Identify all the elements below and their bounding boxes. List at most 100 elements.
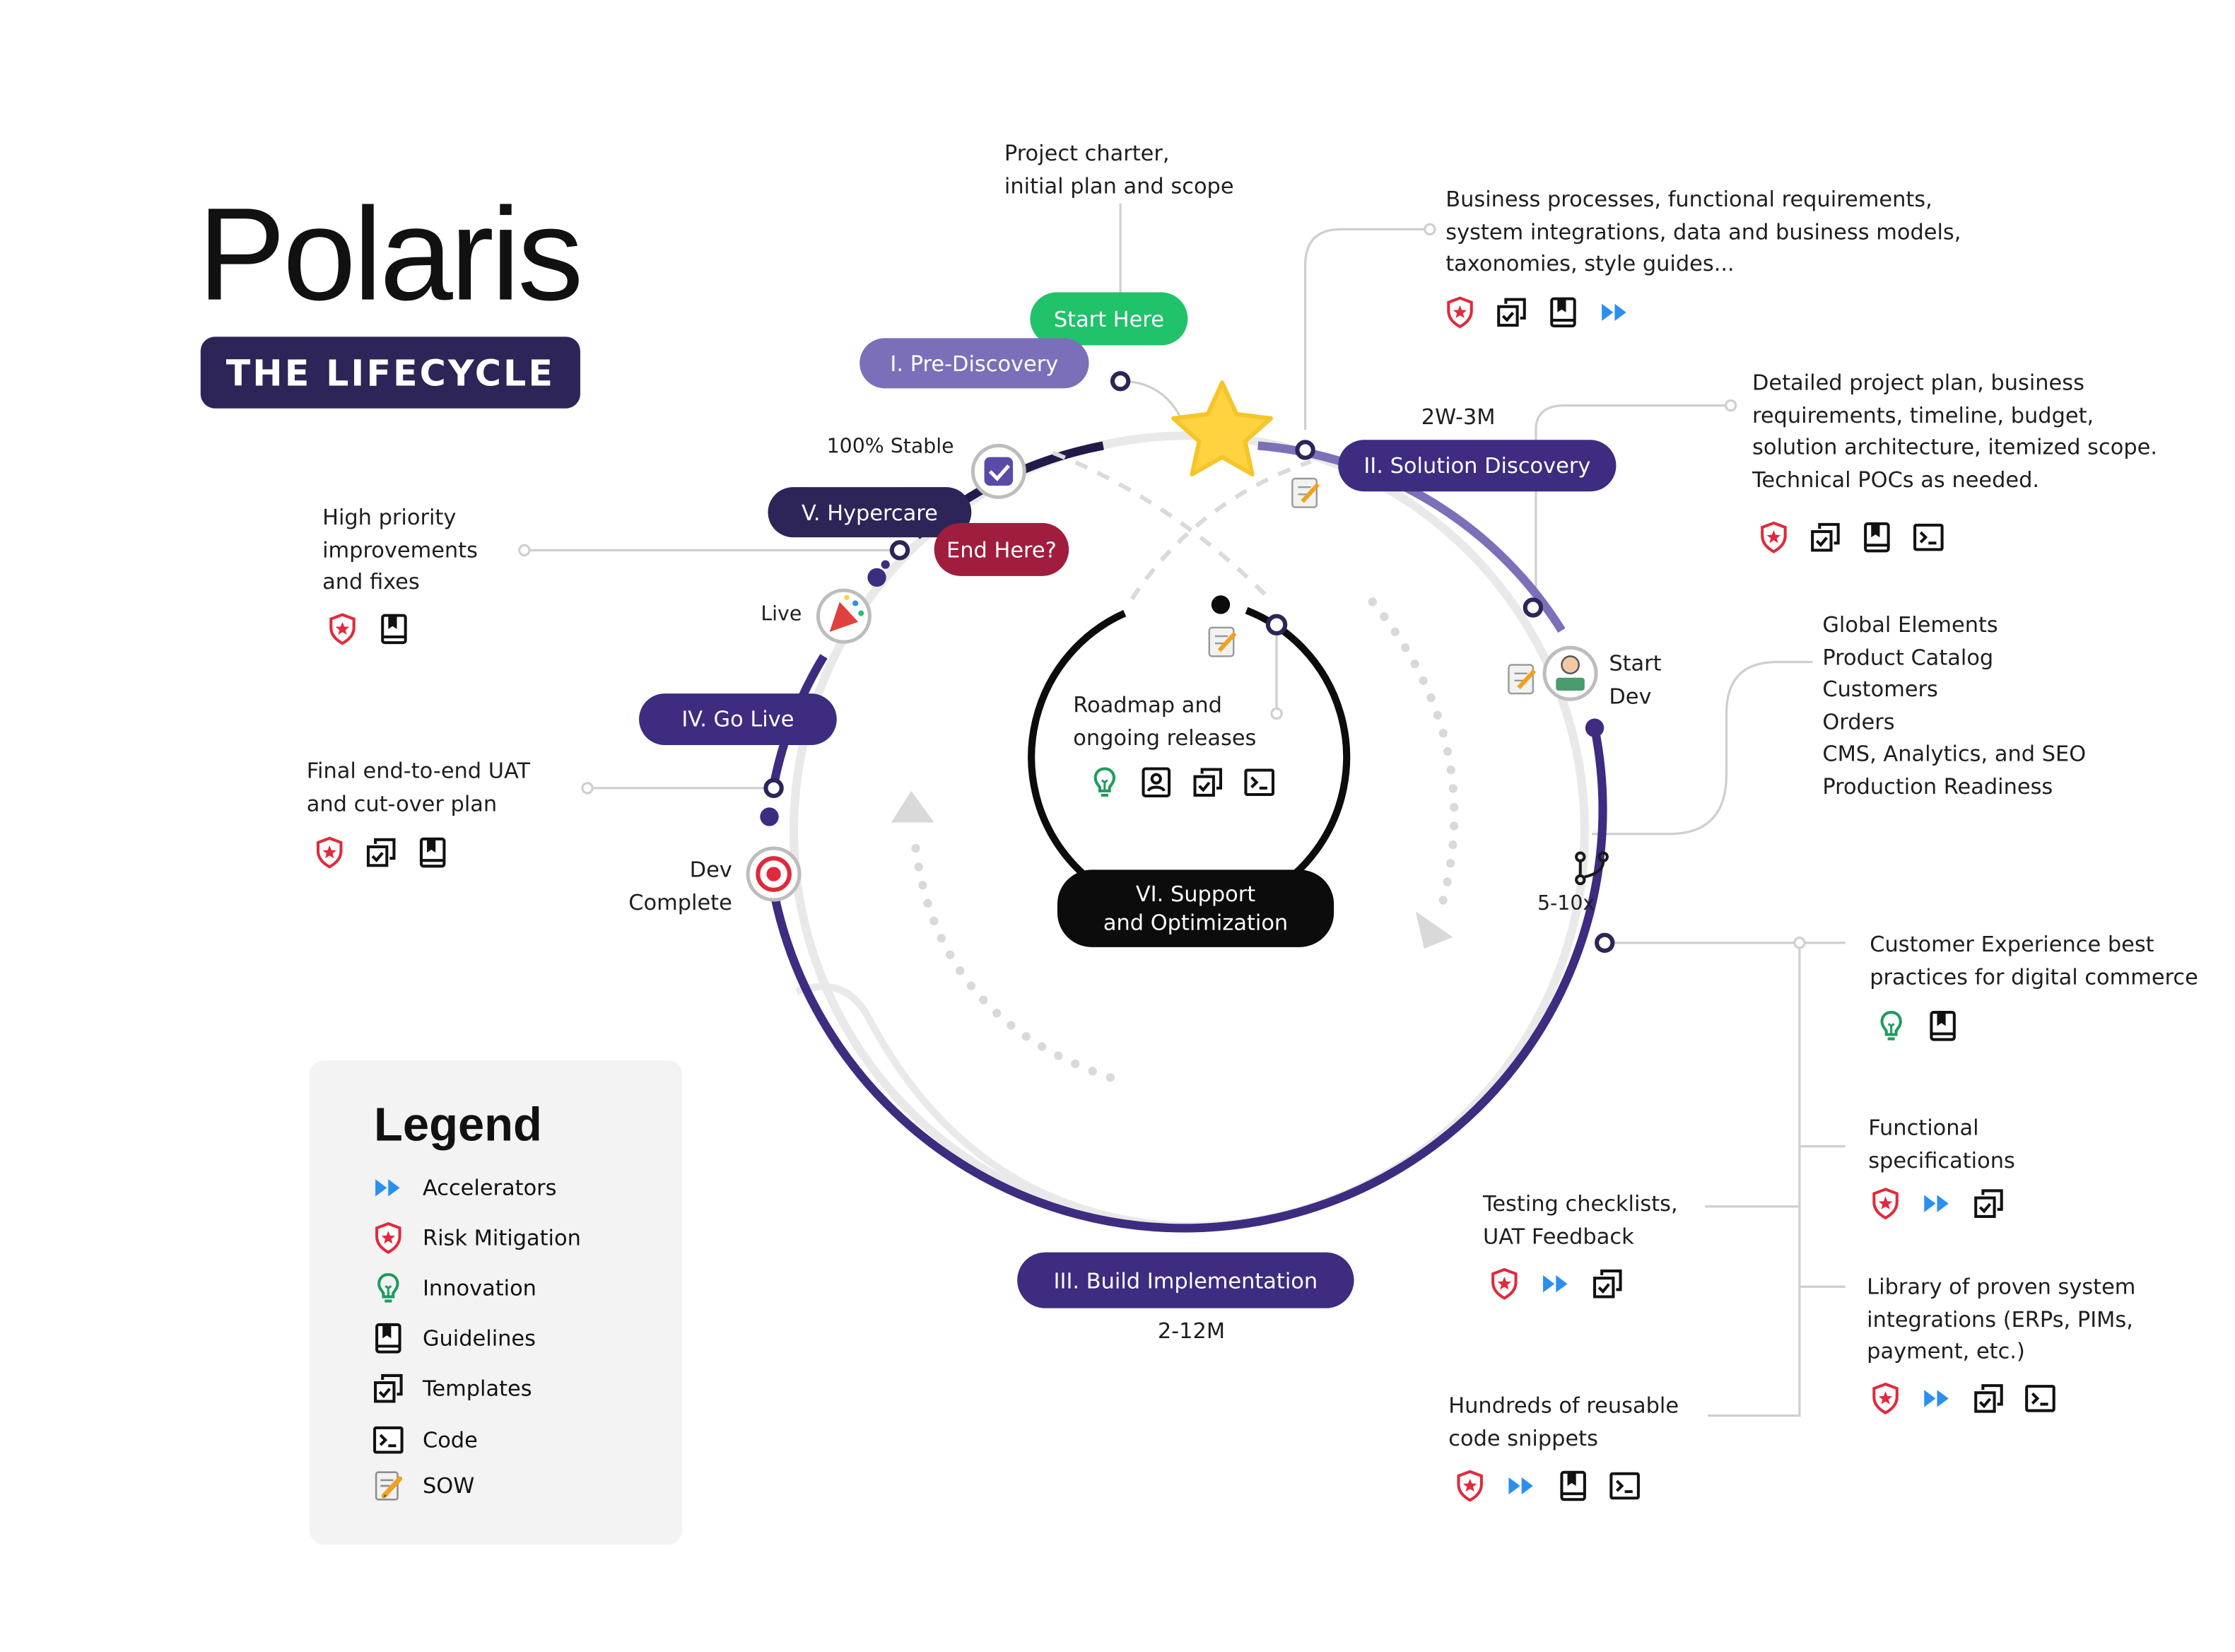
sow-icon (371, 1469, 406, 1504)
icons-testing (1487, 1267, 1625, 1301)
start-here-marker: Start Here (1030, 292, 1188, 346)
accelerators-icon (1920, 1381, 1954, 1416)
stage-build-implementation: III. Build Implementation (1017, 1252, 1354, 1308)
sow-icon (1208, 626, 1237, 657)
milestone-dev-complete-line: Dev (689, 857, 732, 883)
innovation-icon (1087, 765, 1122, 799)
milestone-start-dev-line: Start (1609, 650, 1662, 676)
annotation-line: UAT Feedback (1482, 1223, 1634, 1249)
stage-support-optimization: VI. Support and Optimization (1057, 869, 1334, 947)
node-detailed (1523, 597, 1544, 618)
connector-global (1591, 660, 1813, 836)
accelerators-icon (1504, 1469, 1539, 1504)
annotation-line: Customer Experience best (1870, 931, 2154, 958)
annotation-line: ongoing releases (1073, 724, 1257, 751)
node-discovery (1295, 440, 1315, 460)
legend-item: Risk Mitigation (371, 1221, 581, 1255)
accelerators-icon (371, 1171, 406, 1205)
milestone-multiplier: 5-10x (1537, 892, 1595, 916)
accelerators-icon (1597, 295, 1632, 330)
icons-detailed (1756, 520, 1946, 555)
guidelines-icon (371, 1321, 406, 1356)
annotation-line: Library of proven system (1867, 1274, 2136, 1300)
annotation-line: taxonomies, style guides... (1445, 250, 1735, 277)
annotation-business: Business processes, functional requireme… (1445, 183, 1961, 280)
milestone-dev-complete: Dev Complete (621, 854, 732, 918)
annotation-line: Functional (1868, 1115, 1979, 1141)
node-dot (881, 560, 890, 569)
annotation-cx: Customer Experience best practices for d… (1870, 928, 2198, 992)
node-dot (760, 807, 779, 826)
star-icon (1171, 380, 1273, 476)
legend-item: Accelerators (371, 1171, 557, 1205)
annotation-detailed: Detailed project plan, business requirem… (1752, 367, 2157, 496)
icons-final-uat (312, 836, 450, 870)
guidelines-icon (416, 836, 450, 870)
risk-mitigation-icon (1868, 1381, 1903, 1416)
guidelines-icon (1546, 295, 1580, 330)
risk-mitigation-icon (1487, 1267, 1522, 1301)
connector-business (1303, 228, 1430, 430)
legend-item: SOW (371, 1469, 474, 1504)
annotation-line: Global Elements (1822, 611, 1998, 638)
annotation-line: and cut-over plan (306, 790, 498, 816)
templates-icon (1971, 1381, 2006, 1416)
stage-support-line: VI. Support (1135, 881, 1256, 907)
guidelines-icon (377, 612, 411, 647)
code-icon (1607, 1469, 1642, 1504)
icons-snippets (1453, 1469, 1642, 1504)
annotation-line: Project charter, (1004, 140, 1170, 167)
milestone-start-dev-line: Dev (1609, 682, 1652, 709)
stage-support-line: and Optimization (1103, 910, 1289, 936)
duration-discovery: 2W-3M (1421, 404, 1496, 430)
connector-dot (1424, 223, 1436, 236)
support-loop-dot (1211, 595, 1231, 614)
stable-check-icon (970, 443, 1026, 499)
templates-icon (371, 1371, 406, 1406)
legend-label: Templates (422, 1375, 532, 1402)
flow-arrowhead-left (891, 790, 934, 823)
connector-cx-branch (1609, 942, 1801, 1417)
node-cx (1595, 932, 1615, 953)
connector-dot (1270, 707, 1283, 720)
guidelines-icon (1556, 1469, 1590, 1504)
legend-label: Accelerators (422, 1175, 557, 1201)
risk-mitigation-icon (325, 612, 360, 647)
legend-label: Innovation (422, 1275, 536, 1301)
code-icon (1911, 520, 1946, 555)
annotation-line: initial plan and scope (1004, 172, 1234, 199)
node-dot (1585, 718, 1605, 737)
icons-roadmap (1087, 765, 1277, 799)
flow-arrow-left (910, 829, 1115, 1082)
annotation-functional: Functional specifications (1868, 1112, 2015, 1176)
legend-label: Risk Mitigation (422, 1225, 581, 1251)
templates-icon (1190, 765, 1225, 799)
connector-dot (518, 544, 531, 557)
annotation-line: Production Readiness (1822, 773, 2053, 799)
lifecycle-badge: THE LIFECYCLE (200, 336, 580, 409)
profile-icon (1139, 765, 1173, 799)
connector-dot (1793, 937, 1806, 949)
developer-icon (1542, 645, 1598, 701)
annotation-line: Technical POCs as needed. (1752, 466, 2040, 493)
annotation-line: and fixes (322, 568, 420, 595)
annotation-line: Hundreds of reusable (1448, 1393, 1679, 1419)
annotation-line: High priority (322, 504, 457, 530)
templates-icon (1808, 520, 1843, 555)
annotation-line: Product Catalog (1822, 644, 1994, 670)
flow-arrowhead-right (1415, 911, 1453, 949)
connector-dot (581, 782, 594, 795)
icons-functional (1868, 1186, 2006, 1221)
sow-icon (1508, 664, 1537, 695)
risk-mitigation-icon (1443, 295, 1477, 330)
code-icon (371, 1423, 406, 1458)
annotation-line: specifications (1868, 1147, 2015, 1173)
annotation-line: practices for digital commerce (1870, 963, 2198, 990)
annotation-library: Library of proven system integrations (E… (1867, 1271, 2135, 1368)
page-title: Polaris (197, 182, 584, 329)
lifecycle-base-ring (789, 431, 1589, 1231)
risk-mitigation-icon (1756, 520, 1791, 555)
annotation-high-priority: High priority improvements and fixes (322, 501, 478, 598)
legend-label: Code (422, 1427, 478, 1453)
